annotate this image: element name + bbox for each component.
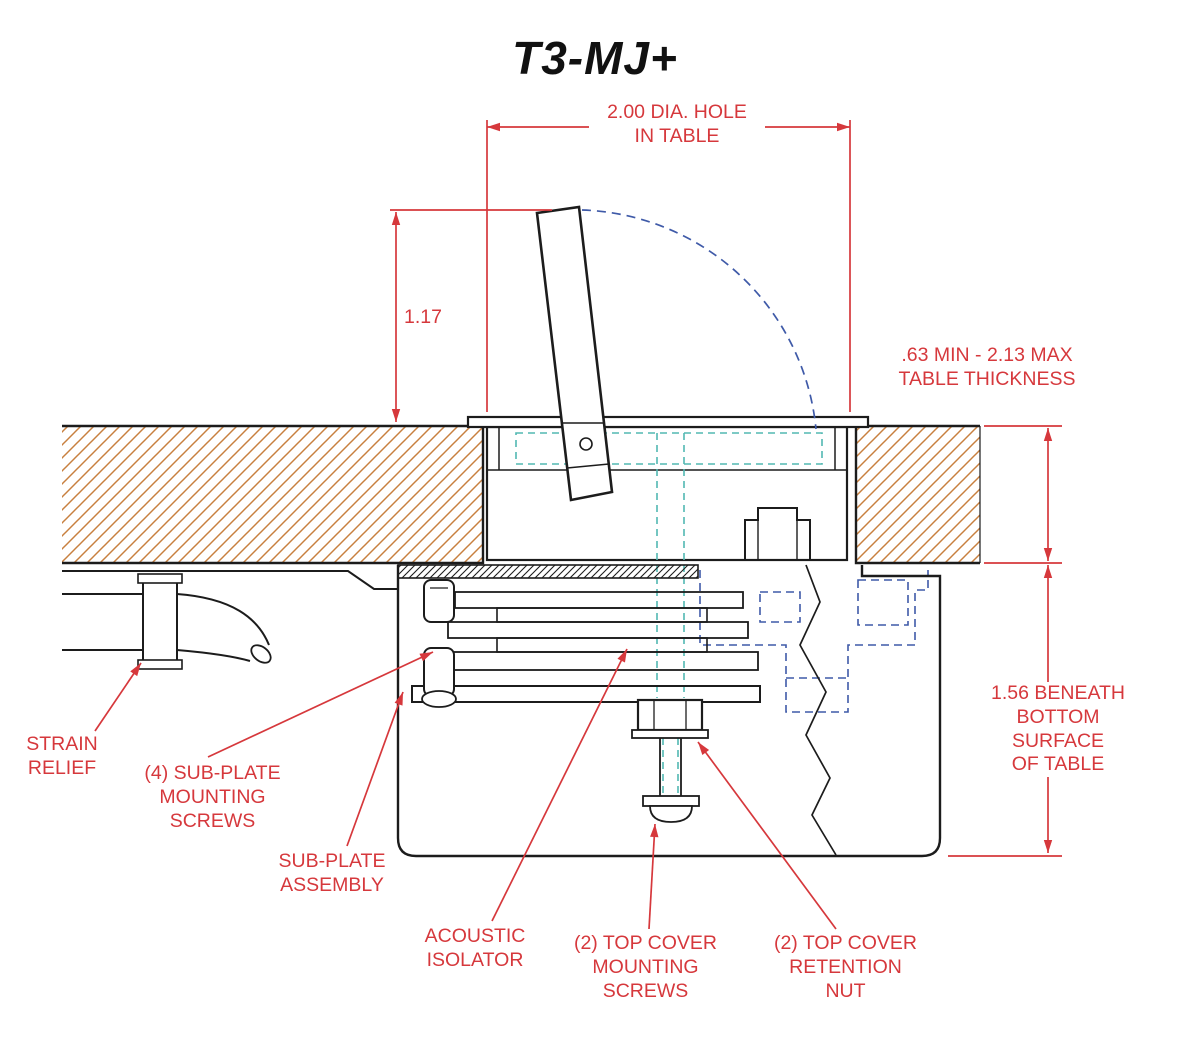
cable-top-edge [176,593,270,646]
dim-below-table-label: 1.56 BENEATH BOTTOM SURFACE OF TABLE [968,682,1148,778]
cable-bottom-edge [176,649,251,662]
leader-retention-nut [697,741,837,930]
strain-relief-clamp [142,577,178,667]
leader-subplate-assembly [346,691,404,847]
isolator-plate-2 [496,607,708,623]
drawing-title: T3-MJ+ [512,32,678,84]
leader-acoustic-isolator [491,648,628,922]
subplate-section-hatch [397,564,699,579]
callout-subplate-assembly: SUB-PLATE ASSEMBLY [278,850,386,896]
leader-subplate-screws [207,651,434,758]
top-unit-body [466,415,870,562]
pivot-hole [579,437,593,451]
leader-top-cover-screws [648,823,659,930]
callout-retention-nut: (2) TOP COVER RETENTION NUT [773,932,918,1002]
callout-subplate-screws: (4) SUB-PLATE MOUNTING SCREWS [144,762,281,832]
leader-strain-relief [94,662,142,732]
isolator-plate-4 [431,651,759,671]
dim-table-thickness-label: .63 MIN - 2.13 MAX TABLE THICKNESS [898,344,1076,390]
leader-lines [94,648,837,930]
callout-top-cover-screws: (2) TOP COVER MOUNTING SCREWS [573,932,718,1002]
isolator-plate-3 [496,637,708,653]
cable-end [250,644,272,664]
table-cross-section [62,424,981,565]
acoustic-isolator-layer [447,621,749,639]
toggle-lever [535,205,614,502]
section-break-line [799,564,837,856]
subplate-mounting-screw-upper [423,579,455,623]
dim-hole-diameter-label: 2.00 DIA. HOLE IN TABLE [589,101,765,149]
cover-screw-head [649,805,693,823]
callout-strain-relief: STRAIN RELIEF [26,733,98,779]
bottom-plate [411,685,761,703]
retention-nut-shape [636,698,704,732]
hidden-lines-blue [699,570,929,713]
callout-acoustic-isolator: ACOUSTIC ISOLATOR [424,925,526,971]
subplate-assembly-drawing [396,564,942,858]
lever-rotation-arc [581,209,817,430]
dim-lever-height-label: 1.17 [399,306,447,330]
cable-and-strain-relief [62,570,398,670]
subplate-mounting-screw-lower [423,647,455,697]
